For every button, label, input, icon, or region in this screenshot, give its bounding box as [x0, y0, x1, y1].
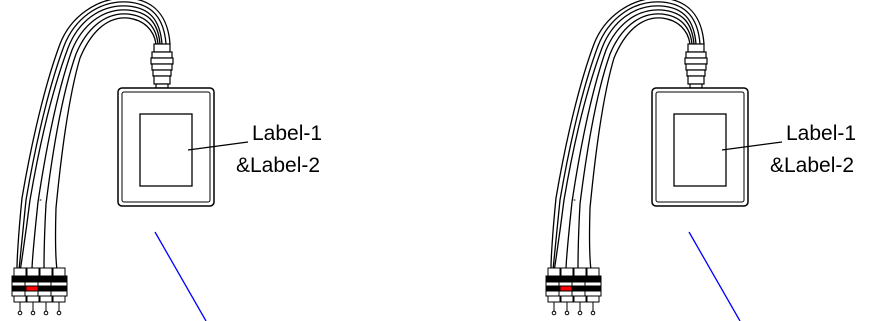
label-line-1: Label-1	[786, 122, 856, 145]
label-line-2: &Label-2	[770, 154, 854, 177]
label-line-1: Label-1	[252, 122, 322, 145]
assembly-view-left: Label-1 &Label-2	[11, 0, 322, 321]
label-line-2: &Label-2	[236, 154, 320, 177]
assembly-view-right: Label-1 &Label-2	[545, 0, 856, 321]
